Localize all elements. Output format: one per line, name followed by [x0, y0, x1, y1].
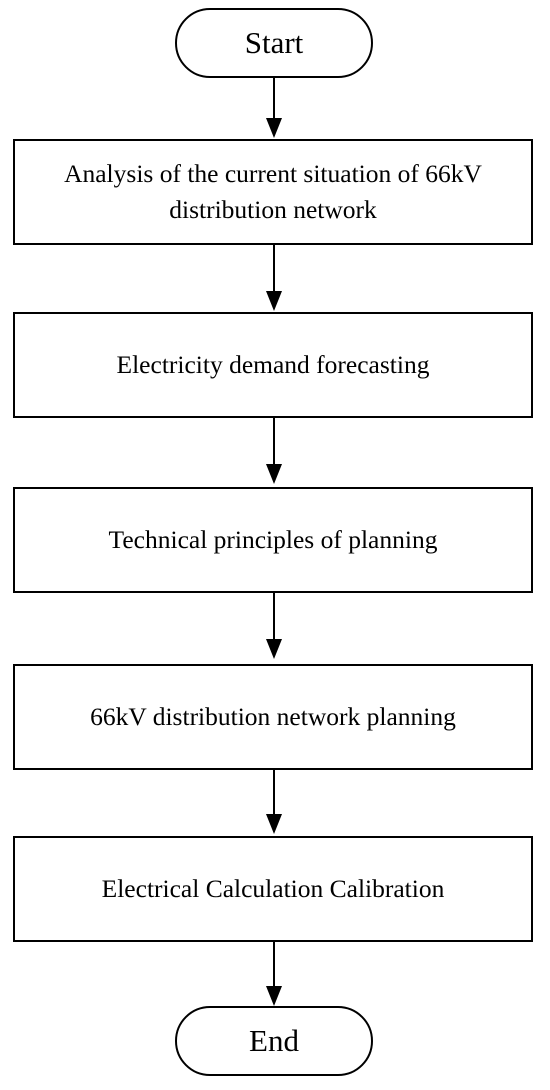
- start-node: Start: [175, 8, 373, 78]
- step-3-label: Technical principles of planning: [108, 525, 438, 555]
- step-network-planning: 66kV distribution network planning: [13, 664, 533, 770]
- step-demand-forecasting: Electricity demand forecasting: [13, 312, 533, 418]
- step-5-label: Electrical Calculation Calibration: [101, 874, 445, 904]
- start-label: Start: [244, 25, 304, 60]
- end-label: End: [249, 1023, 299, 1058]
- step-2-label: Electricity demand forecasting: [116, 350, 430, 380]
- step-technical-principles: Technical principles of planning: [13, 487, 533, 593]
- step-current-situation-analysis: Analysis of the current situation of 66k…: [13, 139, 533, 245]
- end-node: End: [175, 1006, 373, 1076]
- step-4-label: 66kV distribution network planning: [90, 702, 456, 732]
- step-electrical-calculation-calibration: Electrical Calculation Calibration: [13, 836, 533, 942]
- step-1-label: Analysis of the current situation of 66k…: [64, 159, 482, 224]
